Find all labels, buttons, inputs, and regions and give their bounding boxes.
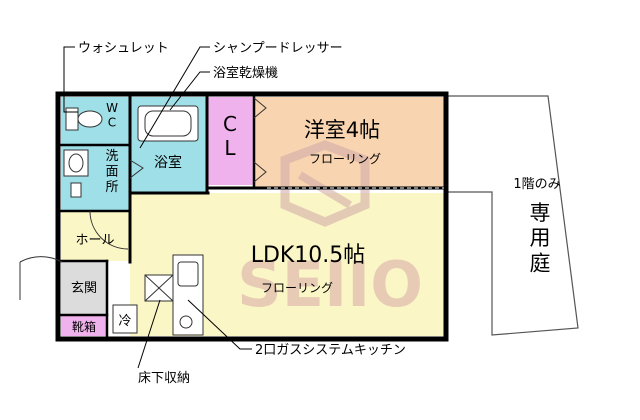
hall <box>61 211 130 261</box>
private-garden-outline <box>448 95 579 336</box>
toilet-fixture <box>65 107 103 131</box>
washroom-label: 洗面所 <box>105 149 118 195</box>
underfloor-storage-hatch <box>144 274 174 302</box>
bath-dryer-callout: 浴室乾燥機 <box>213 65 278 81</box>
shoe-box <box>61 315 107 336</box>
callout-lines <box>63 46 252 369</box>
entrance-label: 玄関 <box>71 281 97 296</box>
washlet-callout: ウォシュレット <box>78 41 169 56</box>
ldk-label: LDK10.5帖 <box>251 243 366 268</box>
garden-label: 専用庭 <box>530 201 551 275</box>
watermark: SEIIO <box>237 140 423 321</box>
ldk-floor-label: フローリング <box>261 281 333 295</box>
kitchen-counter <box>172 254 204 336</box>
hall-label: ホール <box>75 233 114 248</box>
closet <box>208 97 254 185</box>
underfloor-storage-callout: 床下収納 <box>138 371 190 386</box>
shampoo-dresser-callout: シャンプードレッサー <box>213 41 343 56</box>
wash-basin-fixture <box>63 149 89 198</box>
entrance <box>61 261 107 315</box>
watermark-text: SEIIO <box>237 248 423 321</box>
western-room-label: 洋室4帖 <box>304 118 380 142</box>
bathtub-fixture <box>137 105 199 142</box>
bathroom-label: 浴室 <box>154 154 182 171</box>
fridge-label: 冷 <box>118 314 131 329</box>
fridge-space <box>112 304 138 334</box>
garden-note: 1階のみ <box>513 177 560 192</box>
western-floor-label: フローリング <box>309 152 381 166</box>
shoe-box-label: 靴箱 <box>72 319 96 334</box>
gas-kitchen-callout: 2口ガスシステムキッチン <box>255 343 406 358</box>
doors <box>19 97 267 300</box>
